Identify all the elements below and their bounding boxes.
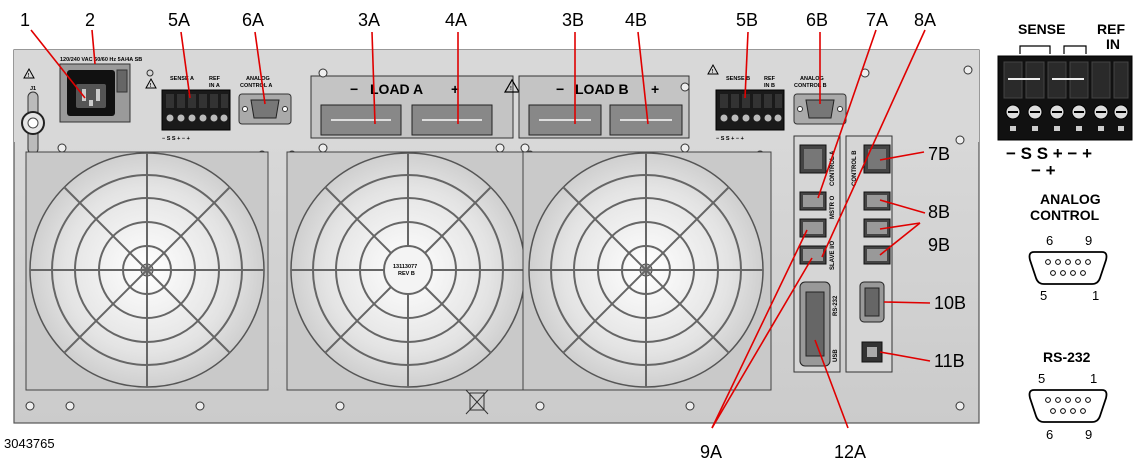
figure-code: 3043765 [4, 436, 55, 451]
j1-label: J1 [30, 86, 36, 92]
callout-10b: 10B [934, 293, 966, 313]
callout-11b: 11B [934, 351, 965, 371]
callout-3a: 3A [358, 10, 380, 30]
control-a-vert-label: CONTROL A [830, 150, 836, 186]
callout-3b: 3B [562, 10, 584, 30]
callout-5b: 5B [736, 10, 758, 30]
legend-analog-pin-9: 9 [1085, 233, 1092, 248]
callout-4b: 4B [625, 10, 647, 30]
svg-text:!: ! [712, 69, 714, 75]
load-a-minus: − [350, 81, 358, 97]
legend-rs232-pin-5: 5 [1038, 371, 1045, 386]
legend-sense-label: SENSE [1018, 21, 1065, 37]
analog-control-a-connector [238, 93, 292, 125]
callout-8a: 8A [914, 10, 936, 30]
analog-control-b-connector [793, 93, 847, 125]
rs232-pinout-icon [1028, 389, 1108, 423]
legend-marks-bottom: − + [1031, 161, 1056, 180]
callout-6a: 6A [242, 10, 264, 30]
usb-vert-label: USB [833, 349, 839, 362]
load-a-terminal [310, 75, 514, 139]
load-a-label: LOAD A [370, 81, 423, 97]
legend-rs232-pin-1: 1 [1090, 371, 1097, 386]
sense-b-label: SENSE B [726, 76, 750, 82]
control-module-b [845, 135, 893, 373]
slave-io-vert-label: SLAVE I/O [830, 240, 836, 270]
callout-6b: 6B [806, 10, 828, 30]
callout-9a: 9A [700, 442, 722, 462]
ref-in-a-label-1: REF [209, 76, 221, 82]
sense-a-label: SENSE A [170, 76, 194, 82]
legend-ref-label-1: REF [1097, 21, 1125, 37]
legend-marks-top: − S S + − + [1006, 144, 1092, 163]
control-b-vert-label: CONTROL B [852, 150, 858, 186]
svg-text:!: ! [150, 83, 152, 89]
legend-rs232-title: RS-232 [1043, 349, 1091, 365]
legend-ref-label-2: IN [1106, 36, 1120, 52]
power-inlet [59, 63, 131, 123]
analog-control-a-label-1: ANALOG [246, 76, 270, 82]
legend-analog-pin-6: 6 [1046, 233, 1053, 248]
sense-b-marks: − S S + − + [716, 136, 744, 142]
legend-sense-bracket [1019, 45, 1087, 54]
svg-text:!: ! [510, 86, 512, 92]
sense-terminal-block-a [161, 89, 231, 131]
analog-control-pinout-icon [1028, 251, 1108, 285]
warning-icon-2: ! [145, 77, 157, 89]
ref-in-b-label-1: REF [764, 76, 776, 82]
load-b-label: LOAD B [575, 81, 629, 97]
callout-1: 1 [20, 10, 30, 30]
power-rating-label: 120/240 VAC 50/60 Hz 5A/4A SB [60, 57, 142, 63]
legend-analog-title-1: ANALOG [1040, 191, 1101, 207]
load-a-plus: + [451, 81, 459, 97]
ref-in-b-label-2: IN B [764, 83, 775, 89]
part-number-label: 13113077 [393, 264, 417, 270]
legend-rs232-pin-6: 6 [1046, 427, 1053, 442]
callout-7b: 7B [928, 144, 950, 164]
mstr-o-vert-label: MSTR O [830, 195, 836, 219]
callout-7a: 7A [866, 10, 888, 30]
callout-12a: 12A [834, 442, 866, 462]
ref-in-a-label-2: IN A [209, 83, 220, 89]
callout-9b: 9B [928, 235, 950, 255]
callout-leaders [30, 29, 931, 429]
legend-analog-title-2: CONTROL [1030, 207, 1100, 223]
panel-screw [146, 69, 154, 77]
analog-control-a-label-2: CONTROL A [240, 83, 272, 89]
analog-control-b-label-2: CONTROL B [794, 83, 827, 89]
legend-analog-pin-5: 5 [1040, 288, 1047, 303]
warning-icon-4: ! [707, 63, 719, 75]
analog-control-b-label-1: ANALOG [800, 76, 824, 82]
cooling-fan-right [522, 151, 772, 391]
rs232-vert-label: RS-232 [833, 295, 839, 316]
cooling-fan-center [286, 151, 530, 391]
cooling-fan-left [25, 151, 269, 391]
callout-5a: 5A [168, 10, 190, 30]
svg-text:!: ! [28, 73, 30, 79]
load-b-plus: + [651, 81, 659, 97]
callout-4a: 4A [445, 10, 467, 30]
sense-terminal-block-b [715, 89, 785, 131]
sense-a-marks: − S S + − + [162, 136, 190, 142]
warning-icon-3: ! [503, 78, 521, 93]
ground-stud [21, 91, 45, 155]
legend-rs232-pin-9: 9 [1085, 427, 1092, 442]
part-rev-label: REV B [398, 271, 415, 277]
legend-terminal-block [997, 55, 1133, 141]
legend-analog-pin-1: 1 [1092, 288, 1099, 303]
warning-icon: ! [23, 67, 35, 79]
callout-8b: 8B [928, 202, 950, 222]
load-b-minus: − [556, 81, 564, 97]
control-module-a [793, 135, 841, 373]
weee-icon [465, 389, 489, 415]
callout-2: 2 [85, 10, 95, 30]
